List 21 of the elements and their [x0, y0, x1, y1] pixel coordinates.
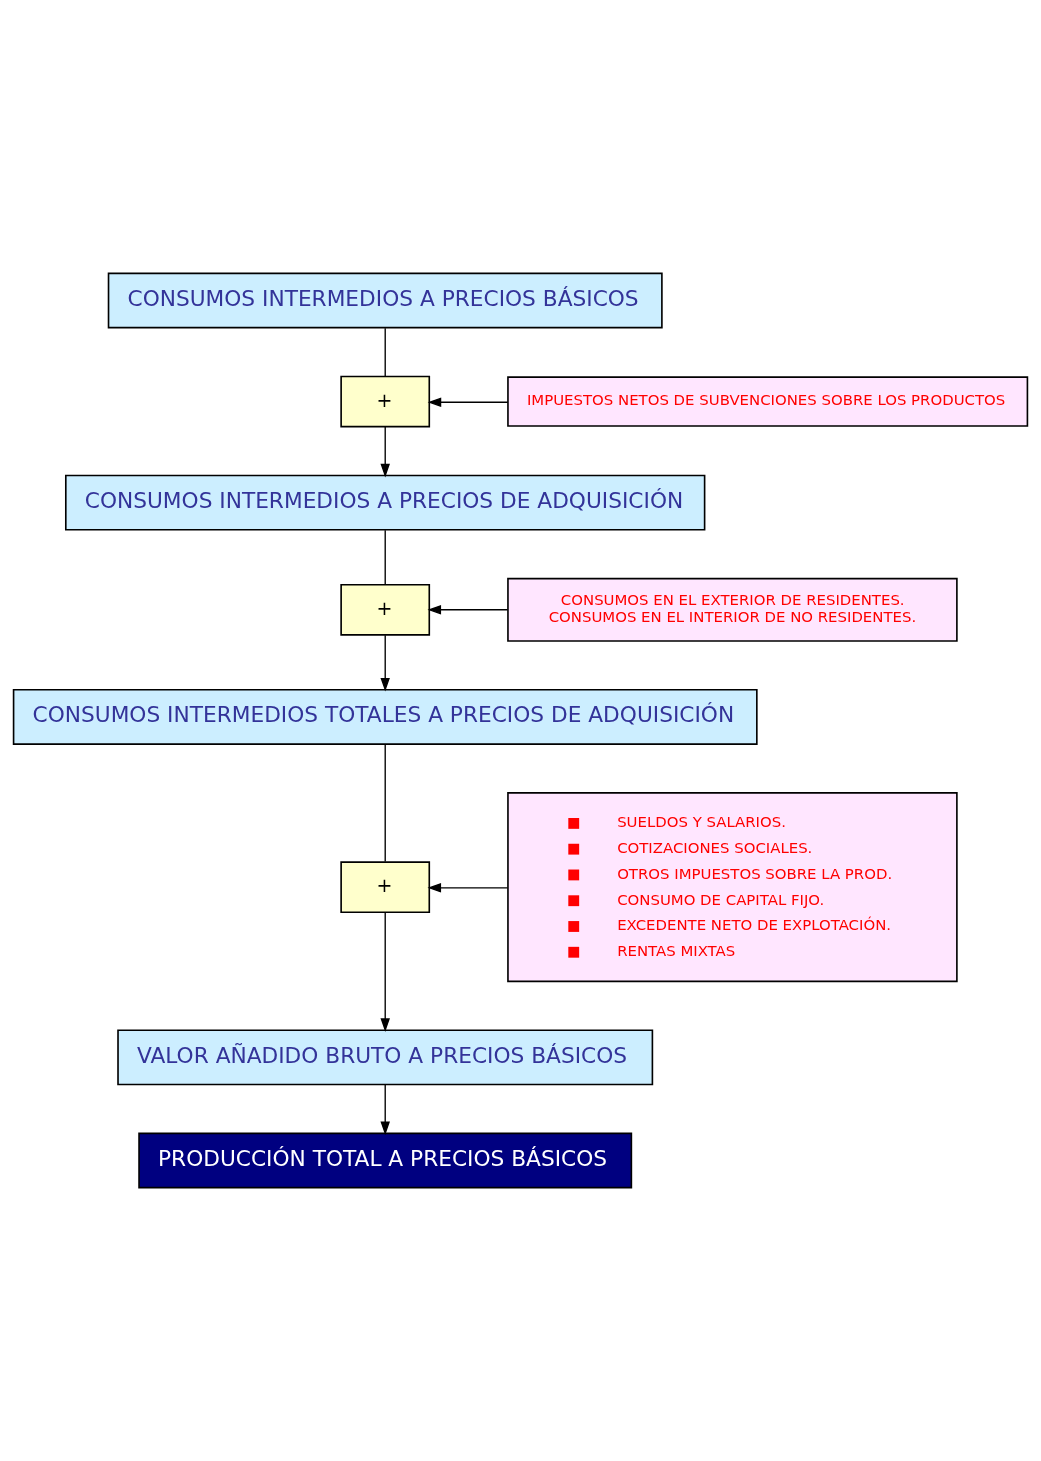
node-box: PRODUCCIÓN TOTAL A PRECIOS BÁSICOS	[138, 1132, 633, 1189]
arrow	[380, 1084, 390, 1136]
arrow	[427, 605, 509, 615]
connector	[384, 529, 386, 586]
arrow	[427, 883, 509, 893]
arrow	[380, 634, 390, 692]
arrow	[427, 397, 509, 408]
node-box: CONSUMOS INTERMEDIOS A PRECIOS BÁSICOS	[107, 272, 663, 329]
node-box: +	[340, 583, 431, 636]
node-box: CONSUMOS INTERMEDIOS TOTALES A PRECIOS DE ADQUISICIÓN	[12, 689, 758, 745]
arrow	[380, 426, 390, 478]
node-box: SUELDOS Y SALARIOS. COTIZACIONES SOCIALES. OTROS IMPUESTOS SOBRE LA PROD. CONSUMO DE CAPITAL FIJO. EXCEDENTE NETO DE EXPLOTACIÓN. RENTAS MIXTAS	[507, 792, 958, 983]
connector	[384, 327, 386, 377]
arrow	[380, 911, 390, 1032]
node-box: IMPUESTOS NETOS DE SUBVENCIONES SOBRE LOS PRODUCTOS	[507, 376, 1029, 427]
node-box: +	[340, 375, 431, 428]
node-box: VALOR AÑADIDO BRUTO A PRECIOS BÁSICOS	[117, 1029, 654, 1086]
node-box: +	[340, 861, 431, 914]
node-box: CONSUMOS EN EL EXTERIOR DE RESIDENTES. CONSUMOS EN EL INTERIOR DE NO RESIDENTES.	[507, 577, 958, 642]
connector	[384, 743, 386, 863]
node-box: CONSUMOS INTERMEDIOS A PRECIOS DE ADQUISICIÓN	[65, 474, 706, 531]
